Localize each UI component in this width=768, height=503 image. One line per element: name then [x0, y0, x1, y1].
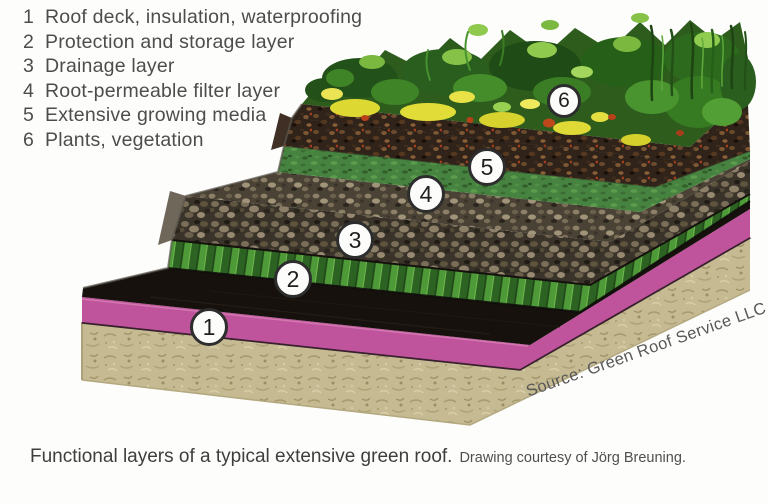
legend-label: Extensive growing media [45, 104, 267, 126]
marker-4: 4 [407, 175, 445, 213]
legend-label: Roof deck, insulation, waterproofing [45, 6, 363, 28]
layer-vegetation [302, 13, 756, 147]
legend-row-6: 6 Plants, vegetation [16, 128, 362, 152]
legend-row-4: 4 Root-permeable filter layer [16, 79, 362, 103]
legend-num: 3 [22, 55, 34, 77]
legend-row-5: 5 Extensive growing media [16, 104, 362, 127]
legend-num: 5 [22, 104, 34, 126]
layer-drainage-gravel-top [186, 159, 750, 242]
marker-2: 2 [274, 260, 312, 298]
legend: 1 Roof deck, insulation, waterproofing 2… [16, 6, 363, 154]
legend-label: Protection and storage layer [45, 30, 295, 53]
caption-credit: Drawing courtesy of Jörg Breuning. [459, 450, 686, 466]
marker-5: 5 [468, 148, 506, 186]
legend-num: 2 [22, 30, 34, 53]
legend-label: Root-permeable filter layer [45, 79, 281, 102]
legend-row-2: 2 Protection and storage layer [16, 30, 362, 54]
legend-num: 1 [22, 6, 34, 28]
legend-label: Plants, vegetation [45, 128, 204, 151]
left-cut-edge [82, 103, 303, 289]
legend-num: 4 [22, 79, 34, 102]
layer-roof-deck [81, 237, 751, 426]
marker-3: 3 [336, 221, 374, 259]
legend-row-3: 3 Drainage layer [16, 55, 362, 78]
legend-label: Drainage layer [45, 55, 175, 77]
layer-insulation [81, 209, 750, 369]
vegetation-blobs [305, 13, 756, 146]
legend-num: 6 [22, 128, 34, 151]
marker-6: 6 [547, 84, 581, 118]
layer-drainage-gravel-face [171, 161, 751, 287]
conifer-strokes [425, 22, 748, 102]
marker-1: 1 [190, 308, 228, 346]
legend-row-1: 1 Roof deck, insulation, waterproofing [16, 6, 363, 29]
caption-main: Functional layers of a typical extensive… [30, 446, 453, 467]
layer-waterproofing-membrane [82, 201, 750, 345]
caption: Functional layers of a typical extensive… [30, 446, 686, 468]
